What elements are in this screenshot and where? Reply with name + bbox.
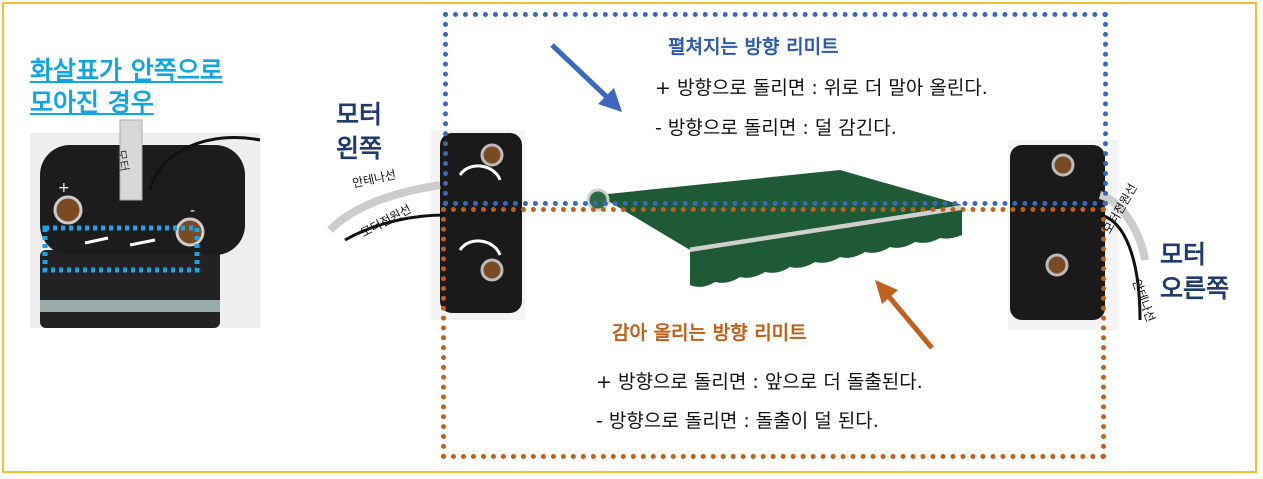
left-motor-photo: + - bbox=[30, 119, 261, 328]
motor-left-line1: 모터 bbox=[336, 100, 383, 129]
blue-arrow-icon bbox=[550, 43, 622, 112]
motor-left-line2: 왼쪽 bbox=[336, 134, 383, 163]
extend-limit-title: 펼쳐지는 방향 리미트 bbox=[668, 36, 839, 58]
svg-text:+: + bbox=[58, 180, 70, 196]
motor-right-line2: 오른쪽 bbox=[1160, 274, 1230, 303]
retract-plus-line: + 방향으로 돌리면 : 앞으로 더 돌출된다. bbox=[596, 371, 923, 393]
photo-cable-label: 모터 bbox=[113, 148, 132, 173]
svg-text:-: - bbox=[190, 203, 195, 219]
retract-limit-title: 감아 올리는 방향 리미트 bbox=[612, 322, 807, 344]
right-motor bbox=[1008, 140, 1149, 330]
motor-right-line1: 모터 bbox=[1160, 240, 1207, 269]
left-caption: 화살표가 안쪽으로 모아진 경우 bbox=[30, 55, 223, 119]
extend-plus-line: + 방향으로 돌리면 : 위로 더 말아 올린다. bbox=[655, 77, 988, 99]
retract-limit-box bbox=[441, 207, 1106, 459]
left-caption-line1: 화살표가 안쪽으로 bbox=[30, 56, 223, 85]
motor-left-label: 모터 왼쪽 bbox=[336, 98, 382, 166]
extend-minus-line: - 방향으로 돌리면 : 덜 감긴다. bbox=[655, 117, 897, 139]
left-caption-line2: 모아진 경우 bbox=[30, 88, 154, 117]
orange-arrow-icon bbox=[875, 280, 934, 350]
outer-frame bbox=[2, 2, 1257, 473]
retract-minus-line: - 방향으로 돌리면 : 돌출이 덜 된다. bbox=[596, 410, 879, 432]
extend-limit-box bbox=[443, 12, 1108, 206]
highlight-box bbox=[42, 225, 200, 273]
motor-right-label: 모터 오른쪽 bbox=[1160, 238, 1229, 306]
